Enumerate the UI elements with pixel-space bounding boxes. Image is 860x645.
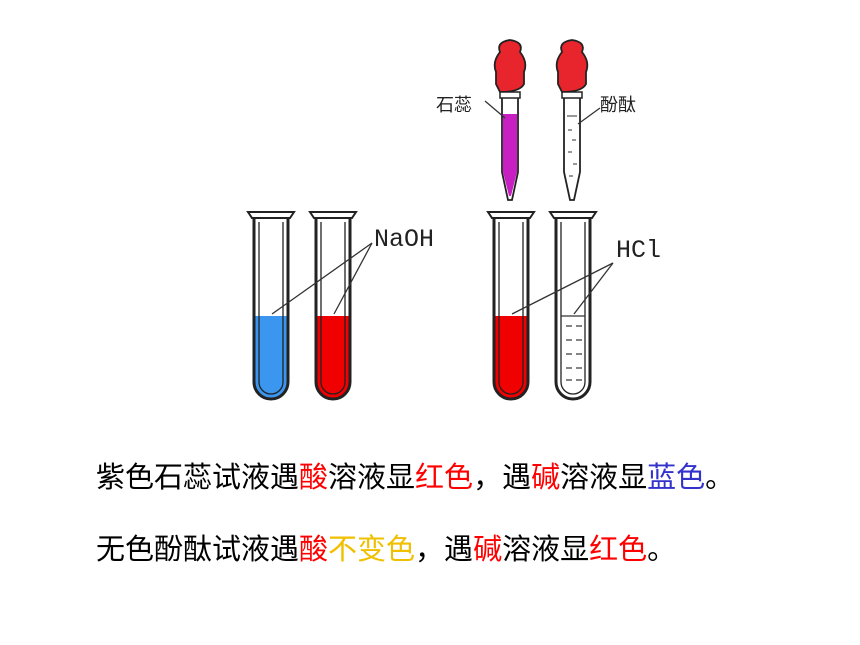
caption-segment: ，遇 <box>415 532 474 566</box>
label-phenolphthalein: 酚酞 <box>600 95 636 116</box>
caption-segment: 碱 <box>531 460 561 494</box>
caption-segment: 酸 <box>299 532 329 566</box>
test-tube-red-hcl <box>486 211 536 401</box>
caption-segment: 。 <box>647 532 677 566</box>
liquid-blue <box>254 316 288 399</box>
caption-segment: 溶液显 <box>328 460 416 494</box>
caption-segment: 。 <box>705 460 735 494</box>
caption-litmus-rule: 紫色石蕊试液遇酸溶液显红色，遇碱溶液显蓝色。 <box>96 459 734 495</box>
test-tube-blue <box>246 211 296 401</box>
caption-phenolphthalein-rule: 无色酚酞试液遇酸不变色，遇碱溶液显红色。 <box>96 531 676 567</box>
leader-lines <box>271 100 614 315</box>
caption-segment: 红色 <box>415 460 474 494</box>
caption-segment: 溶液显 <box>502 532 590 566</box>
indicator-diagram: 石蕊 酚酞 NaOH HCl <box>246 39 661 401</box>
caption-segment: ，遇 <box>473 460 532 494</box>
label-naoh: NaOH <box>374 225 434 254</box>
dropper-litmus <box>493 39 527 201</box>
test-tube-red-naoh <box>308 211 358 401</box>
caption-segment: 蓝色 <box>647 460 706 494</box>
caption-segment: 紫色石蕊试液遇 <box>96 460 300 494</box>
caption-segment: 无色酚酞试液遇 <box>96 532 300 566</box>
dropper-phenolphthalein <box>555 39 589 201</box>
caption-segment: 溶液显 <box>560 460 648 494</box>
caption-segment: 不变色 <box>328 532 416 566</box>
caption-segment: 碱 <box>473 532 503 566</box>
test-tube-colorless-hcl <box>548 211 598 401</box>
liquid-red <box>316 316 350 399</box>
liquid-red <box>494 316 528 399</box>
caption-segment: 酸 <box>299 460 329 494</box>
liquid-colorless <box>561 315 585 381</box>
dropper-liquid-purple <box>503 114 517 196</box>
dropper-bulb <box>555 39 589 93</box>
label-hcl: HCl <box>616 236 661 265</box>
dropper-bulb <box>493 39 527 93</box>
label-litmus: 石蕊 <box>436 95 472 116</box>
caption-segment: 红色 <box>589 532 648 566</box>
